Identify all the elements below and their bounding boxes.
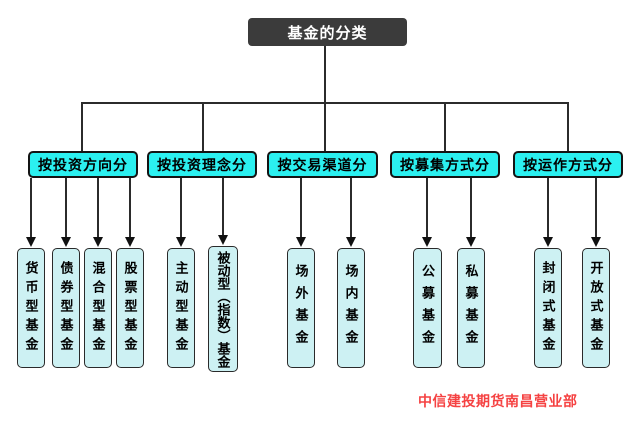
connector-line-drop-1: [81, 102, 83, 151]
root-node-fund-classification: 基金的分类: [248, 18, 407, 46]
leaf-node-passive-index-fund: 被动型（指数）基金: [208, 246, 238, 372]
leaf-node-private-fund: 私募基金: [457, 248, 485, 368]
category-node-fundraising-method: 按募集方式分: [390, 151, 500, 178]
arrow-down-icon: [92, 237, 103, 247]
arrow-down-icon: [421, 237, 432, 247]
connector-line: [180, 178, 182, 238]
arrow-down-icon: [175, 237, 186, 247]
category-label: 按投资方向分: [38, 156, 128, 173]
leaf-label: 封闭式基金: [540, 260, 556, 356]
connector-line: [30, 178, 32, 238]
leaf-node-active-fund: 主动型基金: [167, 248, 195, 368]
category-label: 按投资理念分: [157, 156, 247, 173]
leaf-node-public-fund: 公募基金: [413, 248, 442, 368]
arrow-down-icon: [217, 235, 228, 245]
leaf-label: 货币型基金: [23, 260, 39, 356]
category-node-trading-channel: 按交易渠道分: [267, 151, 378, 178]
arrow-down-icon: [60, 237, 71, 247]
footer-watermark: 中信建投期货南昌营业部: [418, 393, 578, 409]
category-node-operation-method: 按运作方式分: [513, 151, 623, 178]
arrow-down-icon: [345, 237, 356, 247]
category-node-investment-direction: 按投资方向分: [28, 151, 138, 178]
arrow-down-icon: [590, 237, 601, 247]
leaf-label: 场外基金: [293, 264, 309, 352]
connector-line: [129, 178, 131, 238]
leaf-label: 场内基金: [343, 264, 359, 352]
connector-line: [470, 178, 472, 238]
leaf-label: 私募基金: [463, 264, 479, 352]
leaf-label: 开放式基金: [588, 260, 604, 356]
leaf-label: 被动型（指数）基金: [215, 250, 231, 368]
leaf-label: 债券型基金: [58, 260, 74, 356]
leaf-node-equity-fund: 股票型基金: [116, 248, 144, 368]
connector-line-root-drop: [324, 46, 326, 151]
leaf-label: 主动型基金: [173, 260, 189, 356]
connector-line: [547, 178, 549, 238]
leaf-node-open-end-fund: 开放式基金: [582, 248, 610, 368]
arrow-down-icon: [542, 237, 553, 247]
connector-line-drop-5: [567, 102, 569, 151]
arrow-down-icon: [295, 237, 306, 247]
connector-line: [97, 178, 99, 238]
connector-line: [65, 178, 67, 238]
leaf-node-otc-fund: 场外基金: [287, 248, 315, 368]
connector-line: [426, 178, 428, 238]
leaf-label: 股票型基金: [122, 260, 138, 356]
connector-line-horizontal: [81, 102, 569, 104]
leaf-label: 混合型基金: [90, 260, 106, 356]
arrow-down-icon: [25, 237, 36, 247]
connector-line: [300, 178, 302, 238]
connector-line: [350, 178, 352, 238]
arrow-down-icon: [124, 237, 135, 247]
connector-line: [595, 178, 597, 238]
connector-line: [222, 178, 224, 236]
category-node-investment-philosophy: 按投资理念分: [147, 151, 257, 178]
leaf-node-exchange-fund: 场内基金: [337, 248, 365, 368]
category-label: 按运作方式分: [523, 156, 613, 173]
arrow-down-icon: [465, 237, 476, 247]
category-label: 按交易渠道分: [277, 156, 368, 173]
leaf-node-bond-fund: 债券型基金: [52, 248, 80, 368]
leaf-node-money-fund: 货币型基金: [17, 248, 45, 368]
root-node-label: 基金的分类: [287, 24, 368, 42]
leaf-node-closed-end-fund: 封闭式基金: [534, 248, 562, 368]
connector-line-drop-4: [444, 102, 446, 151]
category-label: 按募集方式分: [400, 156, 490, 173]
connector-line-drop-2: [202, 102, 204, 151]
leaf-label: 公募基金: [420, 264, 435, 352]
leaf-node-hybrid-fund: 混合型基金: [84, 248, 112, 368]
